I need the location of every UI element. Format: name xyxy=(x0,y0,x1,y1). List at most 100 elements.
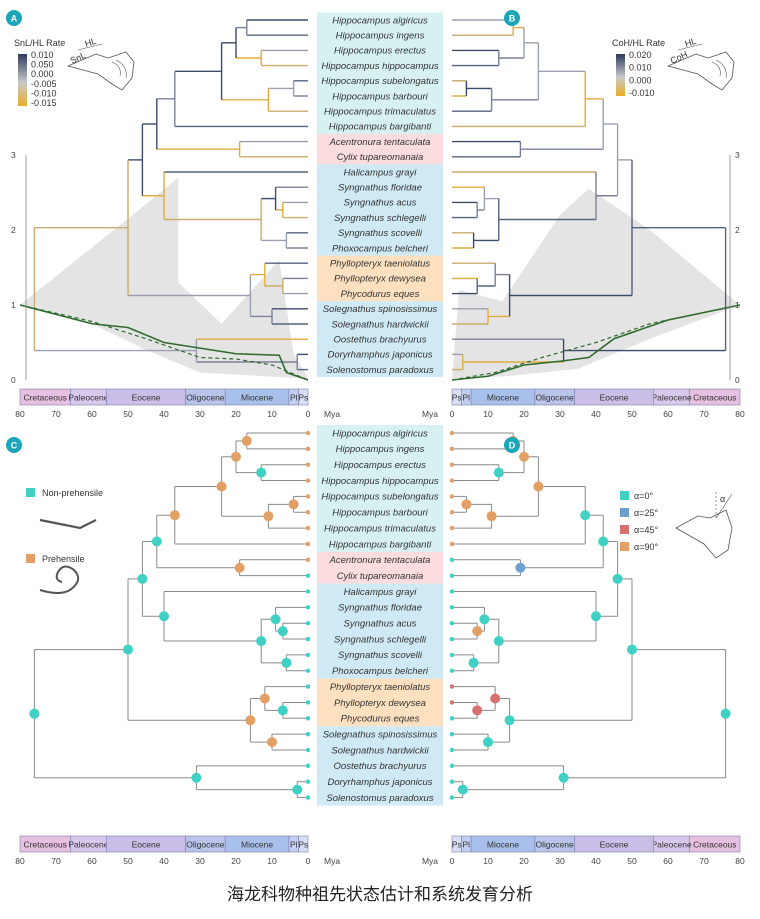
tip-node xyxy=(449,573,455,578)
ancestral-state-node xyxy=(245,715,256,726)
ancestral-state-node xyxy=(288,499,299,510)
taxon-label: Oostethus brachyurus xyxy=(334,335,427,346)
tip-node xyxy=(305,636,311,642)
clade-band xyxy=(317,583,443,679)
ancestral-state-node xyxy=(486,511,497,522)
ancestral-state-node xyxy=(216,481,227,492)
tip-node xyxy=(449,684,455,689)
taxon-label: Acentronura tentaculata xyxy=(329,137,431,148)
panel-badge xyxy=(504,10,520,26)
legend-swatch xyxy=(26,488,35,497)
time-tick-label: 30 xyxy=(555,856,565,866)
ancestral-state-node xyxy=(259,693,270,704)
y-tick-label: 2 xyxy=(11,225,16,235)
clade-band xyxy=(317,301,443,378)
taxon-label: Halicampus grayi xyxy=(344,587,418,598)
time-tick-label: 80 xyxy=(15,856,25,866)
tip-node xyxy=(305,795,311,800)
era-label: Pl xyxy=(290,840,298,850)
legend-tick: -0.010 xyxy=(31,88,57,98)
tip-node xyxy=(305,510,311,515)
ancestral-state-node xyxy=(191,772,202,783)
taxon-label: Oostethus brachyurus xyxy=(334,761,427,772)
taxon-label: Hippocampus ingens xyxy=(336,444,425,455)
era-label: Oligocene xyxy=(535,840,574,850)
background-layer xyxy=(20,12,740,806)
legend-swatch xyxy=(26,554,35,563)
ancestral-state-node xyxy=(263,511,274,522)
legend-tick: 0.010 xyxy=(629,63,652,73)
time-tick-label: 40 xyxy=(159,856,169,866)
schematic-label: CoH xyxy=(669,49,690,66)
time-tick-label: 50 xyxy=(123,409,133,419)
taxon-label: Syngnathus schlegelli xyxy=(334,634,427,645)
era-label: Oligocene xyxy=(186,393,225,403)
time-tick-label: 10 xyxy=(483,409,493,419)
time-tick-label: 80 xyxy=(735,856,745,866)
ancestral-state-node xyxy=(461,499,472,510)
schematic-label: HL xyxy=(684,36,698,49)
era-band xyxy=(298,835,309,853)
taxon-label: Hippocampus bargibanti xyxy=(329,539,432,550)
era-label: Oligocene xyxy=(186,840,225,850)
taxon-label: Phoxocampus belcheri xyxy=(332,666,429,677)
measure-line xyxy=(677,43,703,51)
time-tick-label: 60 xyxy=(87,409,97,419)
tip-node xyxy=(449,795,455,800)
ancestral-state-node xyxy=(504,715,515,726)
tip-node xyxy=(449,700,455,705)
tip-node xyxy=(305,446,311,452)
era-label: Cretaceous xyxy=(23,840,66,850)
tip-node xyxy=(449,747,455,753)
legend-tick: -0.015 xyxy=(31,98,57,108)
ancestral-state-node xyxy=(270,614,281,625)
tip-node xyxy=(305,779,311,784)
ancestral-state-node xyxy=(720,708,731,719)
time-tick-label: 50 xyxy=(123,856,133,866)
ancestral-state-node xyxy=(292,784,303,795)
ancestral-state-node xyxy=(558,772,569,783)
ancestral-state-node xyxy=(627,644,637,655)
tip-node xyxy=(449,557,455,562)
era-label: Miocene xyxy=(487,393,519,403)
time-tick-label: 10 xyxy=(267,856,277,866)
ancestral-state-node xyxy=(591,611,601,622)
taxon-label: Hippocampus algiricus xyxy=(332,428,428,439)
ancestral-state-node xyxy=(533,481,544,492)
taxon-label: Doryrhamphus japonicus xyxy=(327,777,432,788)
taxon-label: Cylix tupareomanaia xyxy=(337,571,424,582)
coiled-tail-icon xyxy=(39,565,80,594)
tip-node xyxy=(305,621,311,626)
era-label: Eocene xyxy=(600,393,629,403)
panel-badge xyxy=(504,437,520,453)
taxon-label: Phycodurus eques xyxy=(341,289,420,300)
tip-node xyxy=(305,716,311,721)
head-angle-schematic-icon: α xyxy=(675,492,733,559)
time-tick-label: 60 xyxy=(663,856,673,866)
ancestral-state-node xyxy=(598,536,609,547)
tip-node xyxy=(449,589,455,594)
clade-band xyxy=(317,551,443,584)
era-label: Oligocene xyxy=(535,393,574,403)
time-tick-label: 0 xyxy=(450,409,455,419)
tip-node xyxy=(449,636,455,642)
taxon-label: Hippocampus barbouri xyxy=(332,91,428,102)
taxon-label: Hippocampus subelongatus xyxy=(321,76,438,87)
uncertainty-area-left xyxy=(20,177,308,379)
ancestral-state-node xyxy=(493,636,504,647)
tip-node xyxy=(305,763,311,769)
taxon-label: Hippocampus subelongatus xyxy=(321,492,438,503)
head-outline xyxy=(666,51,735,91)
time-unit-label: Mya xyxy=(324,409,340,419)
era-label: Paleocene xyxy=(68,840,108,850)
tip-node xyxy=(449,731,455,737)
head-detail xyxy=(711,59,727,79)
y-tick-label: 3 xyxy=(735,150,740,160)
trend-line-left xyxy=(19,304,309,381)
time-unit-label: Mya xyxy=(324,856,340,866)
era-label: Cretaceous xyxy=(693,393,736,403)
y-tick-label: 3 xyxy=(11,150,16,160)
